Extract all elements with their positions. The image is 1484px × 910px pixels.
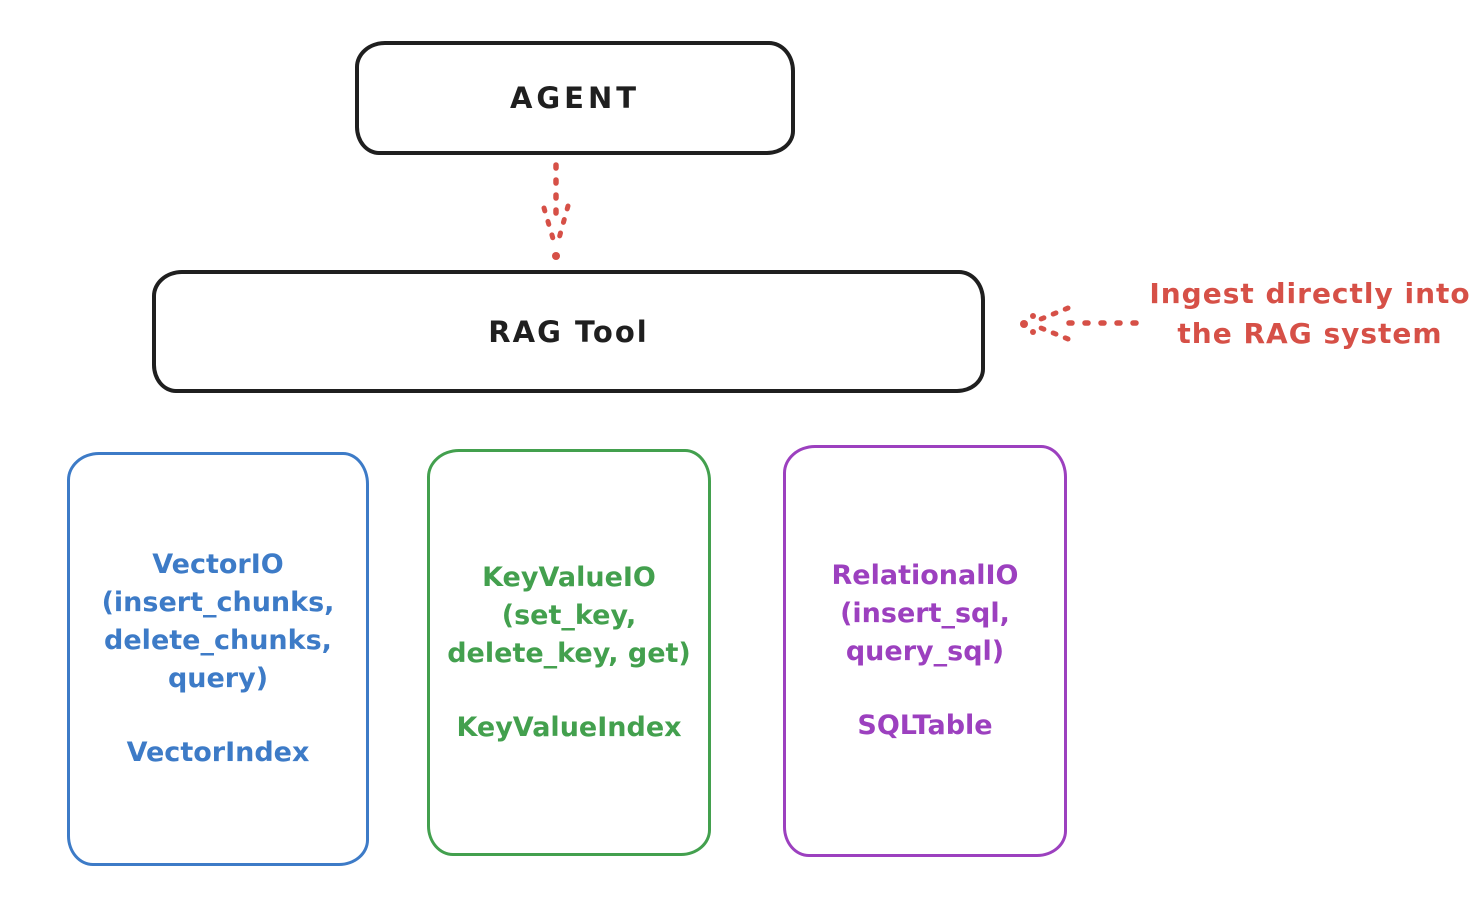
- vector-io-title: VectorIO (insert_chunks, delete_chunks, …: [101, 549, 335, 694]
- vector-index-label: VectorIndex: [126, 737, 310, 768]
- key-value-io-title: KeyValueIO (set_key, delete_key, get): [447, 561, 691, 669]
- vector-io-node: VectorIO (insert_chunks, delete_chunks, …: [67, 452, 369, 866]
- relational-io-title: RelationalIO (insert_sql, query_sql): [831, 560, 1019, 667]
- rag-tool-label: RAG Tool: [488, 314, 649, 349]
- key-value-io-node: KeyValueIO (set_key, delete_key, get) Ke…: [427, 449, 711, 856]
- agent-label: AGENT: [509, 81, 641, 115]
- sql-table-label: SQLTable: [857, 710, 993, 741]
- rag-tool-node: RAG Tool: [152, 270, 985, 393]
- agent-node: AGENT: [355, 41, 795, 155]
- agent-to-ragtool-arrow: [541, 162, 571, 260]
- ingest-annotation: Ingest directly into the RAG system: [1149, 277, 1471, 350]
- relational-io-node: RelationalIO (insert_sql, query_sql) SQL…: [783, 445, 1067, 857]
- ingest-annotation-arrow: [1020, 305, 1139, 342]
- key-value-index-label: KeyValueIndex: [456, 711, 682, 743]
